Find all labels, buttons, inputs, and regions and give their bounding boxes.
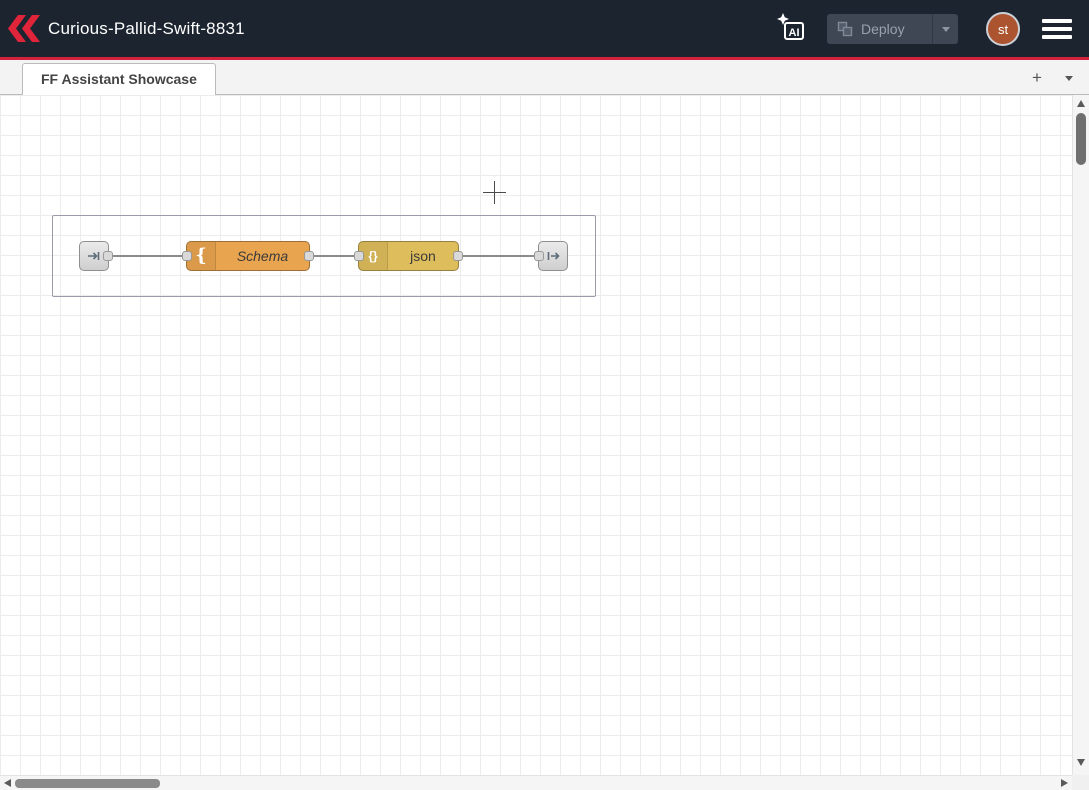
deploy-icon: [837, 21, 853, 37]
tab-list-button[interactable]: [1059, 68, 1079, 88]
horizontal-scrollbar[interactable]: [0, 775, 1072, 790]
wire[interactable]: [107, 255, 187, 257]
user-avatar[interactable]: st: [986, 12, 1020, 46]
chevron-down-icon: [1065, 75, 1073, 81]
json-node[interactable]: {} json: [354, 241, 463, 271]
node-label: Schema: [236, 248, 289, 264]
wire[interactable]: [308, 255, 360, 257]
main-menu-button[interactable]: [1042, 18, 1072, 39]
deploy-options-button[interactable]: [932, 14, 958, 44]
ai-sparkle-icon: AI: [777, 13, 804, 40]
deploy-button[interactable]: Deploy: [827, 14, 958, 44]
flow-canvas[interactable]: { Schema {} json: [0, 95, 1072, 775]
horizontal-scrollbar-thumb[interactable]: [15, 779, 160, 788]
deploy-label: Deploy: [861, 21, 905, 37]
wire[interactable]: [457, 255, 540, 257]
output-port[interactable]: [453, 251, 463, 261]
add-flow-button[interactable]: +: [1027, 68, 1047, 88]
scroll-left-icon[interactable]: [4, 779, 11, 787]
arrow-in-icon: [88, 252, 100, 260]
input-port[interactable]: [354, 251, 364, 261]
link-in-node[interactable]: [79, 241, 113, 271]
scroll-down-icon[interactable]: [1077, 759, 1085, 766]
chevron-down-icon: [941, 26, 950, 32]
tab-ff-assistant-showcase[interactable]: FF Assistant Showcase: [22, 63, 216, 95]
hamburger-icon: [1042, 18, 1072, 23]
ai-label: AI: [789, 27, 800, 39]
scroll-up-icon[interactable]: [1077, 100, 1085, 107]
workspace-tab-bar: FF Assistant Showcase +: [0, 60, 1089, 95]
node-label: json: [410, 248, 436, 264]
schema-node[interactable]: { Schema: [182, 241, 314, 271]
input-port[interactable]: [182, 251, 192, 261]
scrollbar-corner: [1072, 775, 1089, 790]
output-port[interactable]: [103, 251, 113, 261]
node-group-box[interactable]: [52, 215, 596, 297]
scroll-right-icon[interactable]: [1061, 779, 1068, 787]
hamburger-icon: [1042, 26, 1072, 31]
vertical-scrollbar[interactable]: [1072, 95, 1089, 775]
arrow-out-icon: [547, 252, 560, 260]
ai-assistant-button[interactable]: AI: [772, 10, 810, 48]
flowfuse-logo-icon: [8, 15, 40, 42]
link-out-node[interactable]: [534, 241, 568, 271]
hamburger-icon: [1042, 34, 1072, 39]
canvas-crosshair: [494, 181, 495, 204]
header: Curious-Pallid-Swift-8831 AI Deploy st: [0, 0, 1089, 60]
instance-title: Curious-Pallid-Swift-8831: [48, 18, 245, 38]
input-port[interactable]: [534, 251, 544, 261]
vertical-scrollbar-thumb[interactable]: [1076, 113, 1086, 165]
output-port[interactable]: [304, 251, 314, 261]
